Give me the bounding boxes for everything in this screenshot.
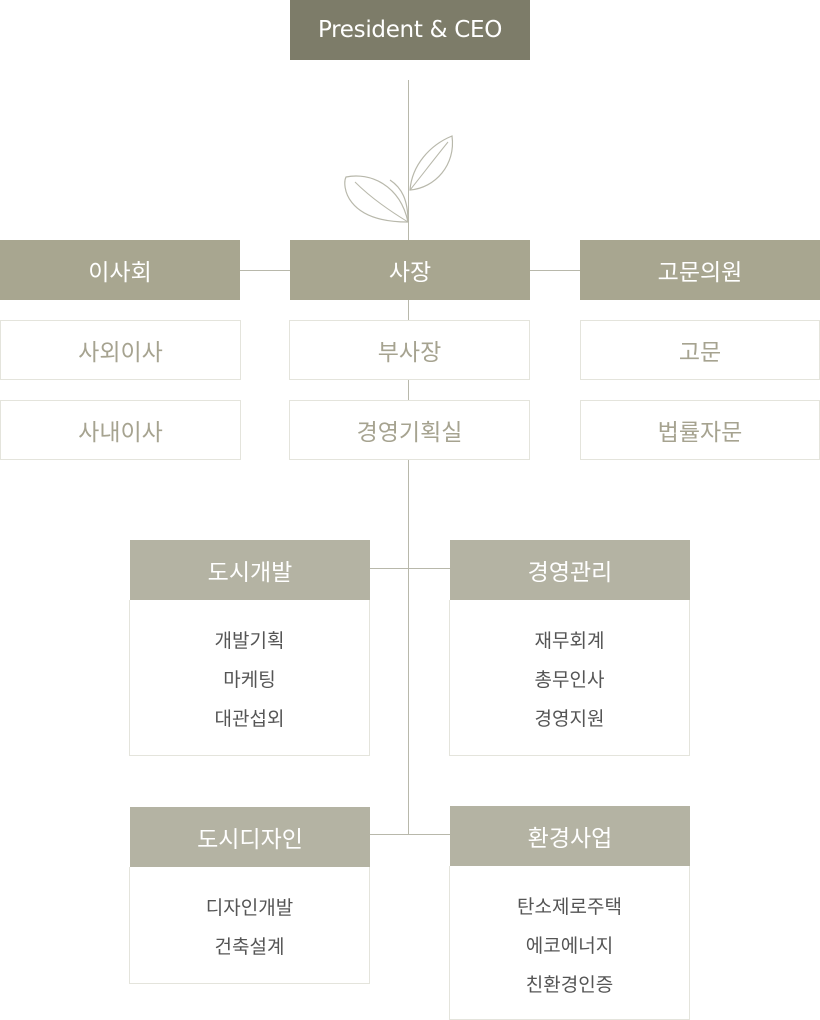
- dept-urban-development-body: 개발기획 마케팅 대관섭외: [129, 600, 370, 756]
- dept-environment-header: 환경사업: [450, 806, 690, 866]
- dept-item: 건축설계: [214, 936, 285, 958]
- dept-urban-design-body: 디자인개발 건축설계: [129, 867, 370, 984]
- dept-item: 총무인사: [534, 669, 605, 691]
- dept-management-header: 경영관리: [450, 540, 690, 600]
- connector-to-dept-urban-design: [370, 834, 450, 835]
- dept-item: 대관섭외: [214, 708, 285, 730]
- board-item-inside-director: 사내이사: [0, 400, 241, 460]
- dept-item: 에코에너지: [525, 935, 614, 957]
- dept-management-body: 재무회계 총무인사 경영지원: [449, 600, 690, 756]
- dept-urban-design-header: 도시디자인: [130, 807, 370, 867]
- connector-president-to-advisors: [530, 270, 580, 271]
- connector-board-to-president: [240, 270, 290, 271]
- dept-environment-body: 탄소제로주택 에코에너지 친환경인증: [449, 866, 690, 1020]
- dept-item: 탄소제로주택: [517, 896, 622, 918]
- connector-president-trunk: [408, 300, 409, 834]
- connector-ceo-to-president: [408, 80, 409, 240]
- leaf-sprout-icon: [344, 135, 454, 223]
- board-header: 이사회: [0, 240, 240, 300]
- dept-item: 마케팅: [223, 669, 276, 691]
- dept-item: 개발기획: [214, 630, 285, 652]
- dept-item: 친환경인증: [525, 974, 614, 996]
- board-item-outside-director: 사외이사: [0, 320, 241, 380]
- dept-item: 경영지원: [534, 708, 605, 730]
- advisors-item-advisor: 고문: [580, 320, 820, 380]
- connector-to-dept-urban-development: [370, 568, 450, 569]
- dept-urban-development-header: 도시개발: [130, 540, 370, 600]
- advisors-header: 고문의원: [580, 240, 820, 300]
- president-item-vice-president: 부사장: [289, 320, 530, 380]
- president-header: 사장: [290, 240, 530, 300]
- president-ceo-node: President & CEO: [290, 0, 530, 60]
- dept-item: 재무회계: [534, 630, 605, 652]
- dept-item: 디자인개발: [205, 897, 294, 919]
- advisors-item-legal-advice: 법률자문: [580, 400, 820, 460]
- president-item-planning-office: 경영기획실: [289, 400, 530, 460]
